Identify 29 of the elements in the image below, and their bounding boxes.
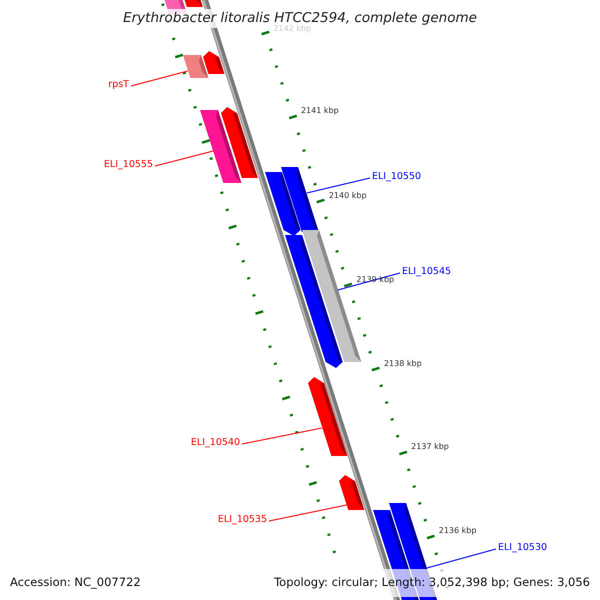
gene-label: rpsT: [108, 79, 129, 91]
info-text: Accession: NC_007722: [10, 575, 141, 589]
leader-line: [154, 150, 214, 166]
gene-label: ELI_10540: [190, 437, 240, 449]
scale-label: 2140 kbp: [328, 191, 367, 201]
gene-feature: [338, 475, 364, 510]
gene-feature: [182, 55, 208, 78]
leader-line: [242, 428, 322, 444]
scale-label: 2136 kbp: [438, 526, 476, 536]
leader-line: [268, 504, 348, 522]
gene-label: ELI_10545: [402, 266, 452, 278]
scale-label: 2138 kbp: [384, 359, 422, 369]
scale-label: 2137 kbp: [411, 442, 449, 452]
gene-label: ELI_10535: [218, 514, 267, 526]
leader-line: [337, 272, 400, 290]
scale-label: 2139 kbp: [356, 275, 394, 285]
gene-label: ELI_10530: [498, 542, 548, 554]
leader-line: [426, 548, 496, 568]
gene-feature: [281, 167, 320, 232]
info-text: Topology: circular; Length: 3,052,398 bp; Genes: 3,056: [274, 575, 590, 589]
scale-label: 2141 kbp: [300, 106, 339, 116]
leader-line: [306, 178, 370, 194]
gene-feature: [203, 51, 225, 74]
gene-feature: [221, 107, 258, 178]
gene-label: ELI_10550: [372, 171, 422, 183]
gene-feature: [285, 235, 343, 368]
gene-feature: [308, 377, 347, 456]
gene-label: ELI_10555: [104, 159, 153, 171]
leader-line: [130, 70, 188, 86]
